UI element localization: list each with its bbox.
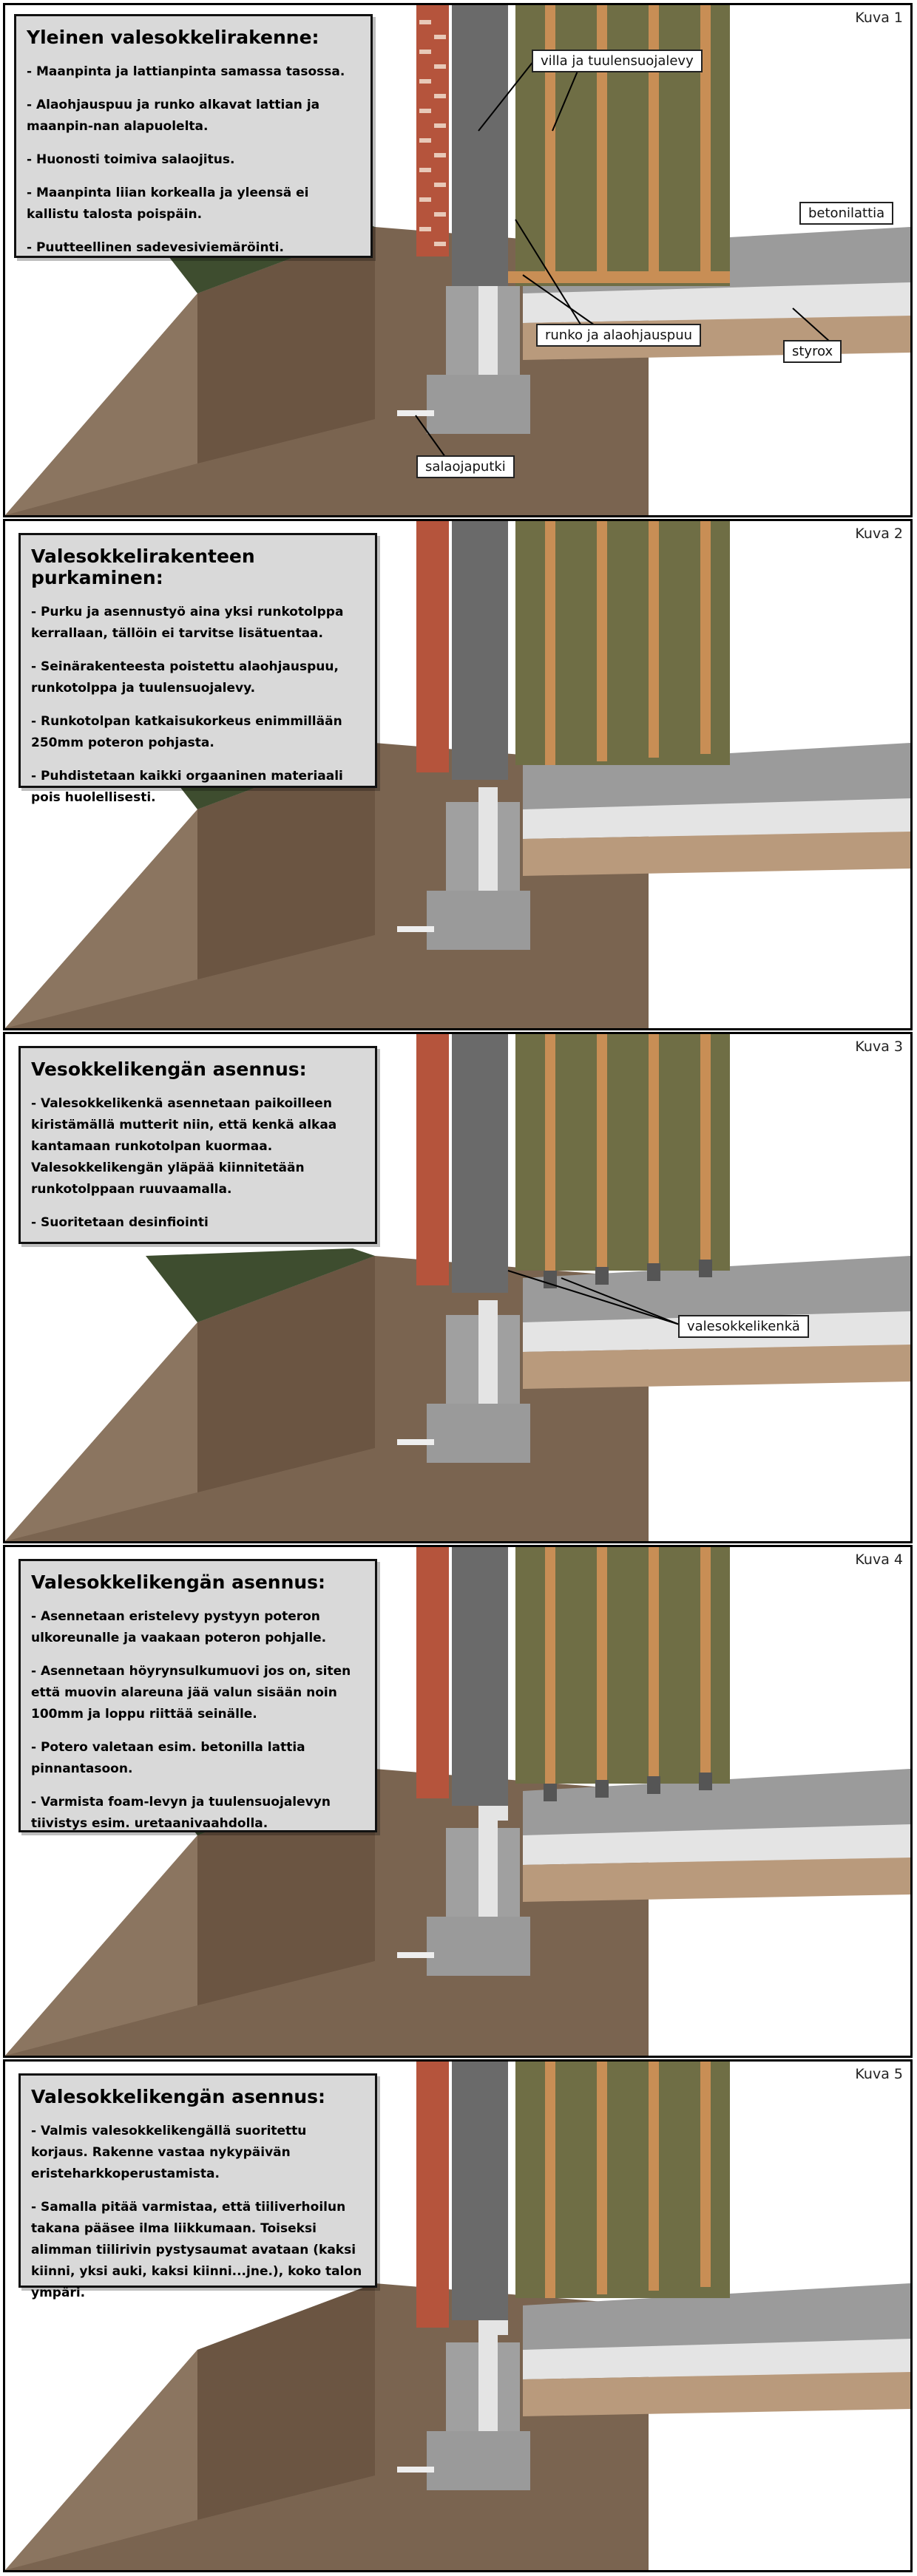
info-title: Vesokkelikengän asennus: (31, 1058, 307, 1080)
info-item: - Asennetaan eristelevy pystyyn poteron … (31, 1609, 327, 1645)
info-box: Valesokkelikengän asennus: - Valmis vale… (18, 2073, 377, 2300)
callout-villa: villa ja tuulensuojalevy (532, 50, 703, 72)
info-item: - Maanpinta liian korkealla ja yleensä e… (27, 186, 309, 222)
info-item: - Valmis valesokkelikengällä suoritettu … (31, 2124, 307, 2181)
info-item: - Runkotolpan katkaisukorkeus enimmillää… (31, 714, 342, 750)
callout-leader-lines-3 (507, 1270, 680, 1325)
panel-kuva-2: Kuva 2 Valesokkelirakenteen purkaminen: … (3, 519, 913, 1030)
info-box: Vesokkelikengän asennus: - Valesokkelike… (18, 1046, 377, 1244)
info-box: Yleinen valesokkelirakenne: - Maanpinta … (14, 14, 373, 258)
panel-kuva-1: Kuva 1 Yleinen valesokkelirakenne: - Maa… (3, 3, 913, 517)
info-item: - Asennetaan höyrynsulkumuovi jos on, si… (31, 1664, 351, 1722)
figure-label: Kuva 5 (855, 2066, 903, 2082)
info-item: - Alaohjauspuu ja runko alkavat lattian … (27, 98, 320, 134)
panel-kuva-4: Kuva 4 Valesokkelikengän asennus: - Asen… (3, 1545, 913, 2058)
info-title: Yleinen valesokkelirakenne: (27, 27, 319, 48)
info-item: - Potero valetaan esim. betonilla lattia… (31, 1740, 305, 1776)
callout-betonilattia: betonilattia (799, 202, 894, 225)
figure-label: Kuva 2 (855, 526, 903, 542)
info-item: - Puutteellinen sadevesiviemäröinti. (27, 240, 284, 255)
info-item: - Huonosti toimiva salaojitus. (27, 152, 235, 167)
info-item: - Maanpinta ja lattianpinta samassa taso… (27, 64, 345, 79)
info-title: Valesokkelikengän asennus: (31, 2086, 326, 2107)
wall-section-illustration-3 (5, 1034, 910, 1541)
info-item: - Purku ja asennustyö aina yksi runkotol… (31, 605, 344, 641)
callout-leader-lines-1 (415, 60, 830, 463)
figure-label: Kuva 1 (855, 10, 903, 26)
callout-valesokkelikenka: valesokkelikenkä (678, 1315, 809, 1338)
callout-runko: runko ja alaohjauspuu (536, 324, 702, 347)
info-item: - Varmista foam-levyn ja tuulensuojalevy… (31, 1795, 331, 1831)
info-item: - Puhdistetaan kaikki orgaaninen materia… (31, 769, 343, 805)
info-title: Valesokkelirakenteen purkaminen: (31, 546, 255, 588)
wall-section-illustration-5 (5, 2062, 910, 2570)
info-title: Valesokkelikengän asennus: (31, 1571, 326, 1593)
panel-kuva-5: Kuva 5 Valesokkelikengän asennus: - Valm… (3, 2059, 913, 2572)
info-box: Valesokkelikengän asennus: - Asennetaan … (18, 1559, 377, 1832)
figure-label: Kuva 3 (855, 1039, 903, 1055)
info-item: - Seinärakenteesta poistettu alaohjauspu… (31, 659, 339, 696)
info-item: - Samalla pitää varmistaa, että tiiliver… (31, 2200, 362, 2300)
info-box: Valesokkelirakenteen purkaminen: - Purku… (18, 533, 377, 805)
callout-styrox: styrox (783, 340, 842, 363)
figure-label: Kuva 4 (855, 1552, 903, 1568)
info-item: - Valesokkelikenkä asennetaan paikoillee… (31, 1096, 337, 1197)
callout-salaojaputki: salaojaputki (416, 455, 515, 478)
panel-kuva-3: Kuva 3 Vesokkelikengän asennus: - Valeso… (3, 1032, 913, 1543)
info-item: - Suoritetaan desinfiointi (31, 1215, 209, 1230)
